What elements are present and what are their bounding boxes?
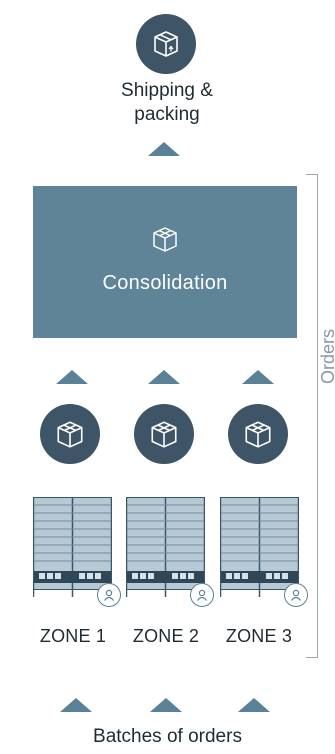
zone-2-rack	[125, 497, 214, 607]
arrow-up-batch-3	[238, 698, 270, 712]
arrow-up-shipping	[148, 142, 180, 156]
arrow-up-zone-1	[56, 370, 88, 384]
shipping-node	[136, 14, 196, 74]
consolidation-block: Consolidation	[33, 186, 297, 338]
zone-3-label: ZONE 3	[225, 626, 293, 646]
shelf-rack-icon	[32, 497, 113, 597]
person-icon	[284, 583, 308, 607]
orders-bracket	[306, 174, 318, 658]
zone-2-label: ZONE 2	[132, 626, 200, 646]
arrow-up-batch-2	[150, 698, 182, 712]
shelf-rack-icon	[125, 497, 206, 597]
arrow-up-batch-1	[60, 698, 92, 712]
orders-label: Orders	[318, 328, 335, 384]
zone-1-label: ZONE 1	[39, 626, 107, 646]
person-icon	[190, 583, 214, 607]
consolidation-label: Consolidation	[102, 272, 228, 294]
box-icon	[245, 421, 271, 448]
zone-3-node	[228, 404, 288, 464]
box-icon	[57, 421, 83, 448]
person-icon	[97, 583, 121, 607]
box-icon	[153, 227, 177, 252]
arrow-up-zone-2	[148, 370, 180, 384]
zone-3-rack	[219, 497, 308, 607]
arrow-up-zone-3	[242, 370, 274, 384]
shipping-label: Shipping & packing	[121, 80, 213, 125]
zone-2-node	[134, 404, 194, 464]
box-icon	[151, 421, 177, 448]
package-shipping-icon	[154, 31, 178, 57]
shelf-rack-icon	[219, 497, 300, 597]
zone-1-rack	[32, 497, 121, 607]
batches-label: Batches of orders	[93, 726, 242, 747]
zone-1-node	[40, 404, 100, 464]
